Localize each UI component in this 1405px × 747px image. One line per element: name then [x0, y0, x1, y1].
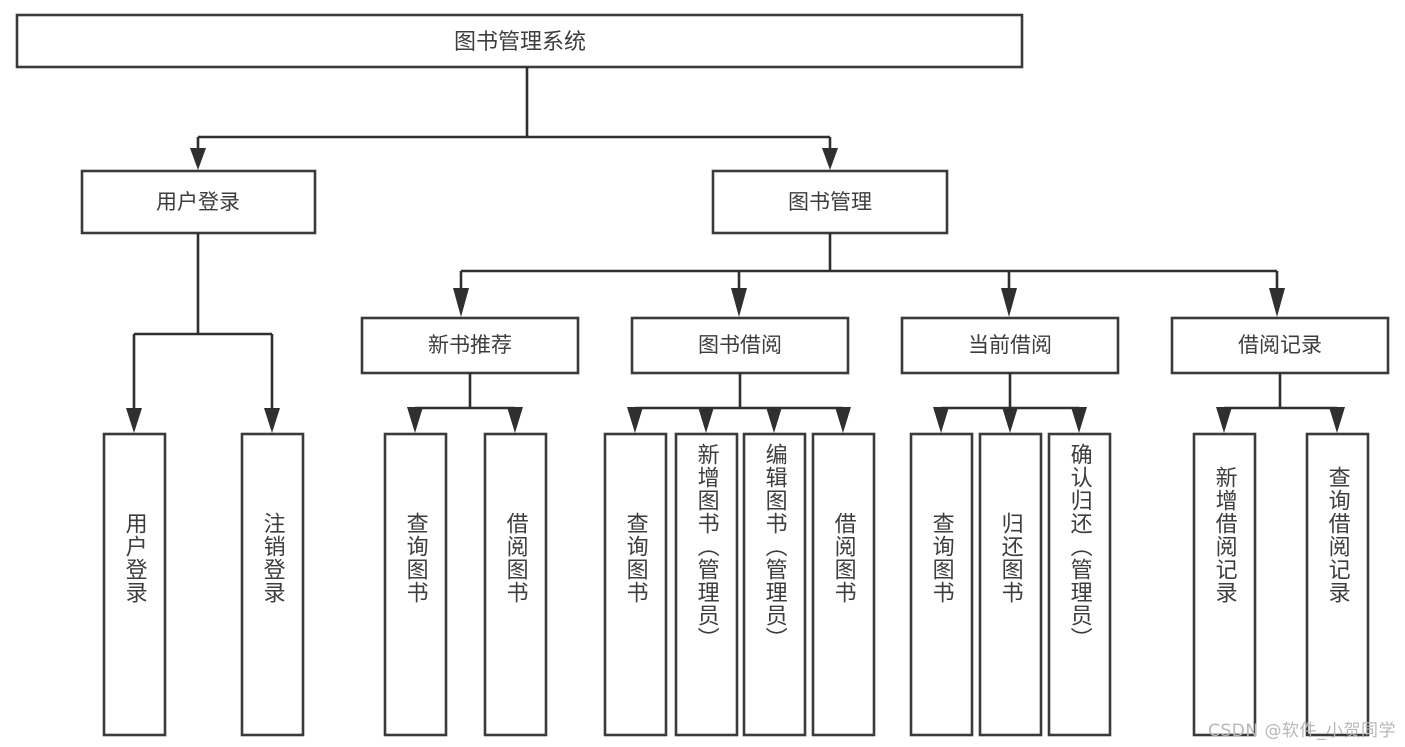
- leaf-label-br-query-record: 查询借阅记录: [1324, 466, 1350, 604]
- arrow-to-book-borrow: [731, 288, 747, 317]
- arrow-to-borrow-record: [1269, 288, 1285, 317]
- leaf-box-bb-borrow-book[interactable]: [811, 432, 876, 737]
- connector-user-login-to-leaves: [126, 233, 280, 433]
- leaf-box-bb-add-book[interactable]: [674, 432, 739, 737]
- leaf-box-br-query-record[interactable]: [1305, 432, 1370, 737]
- arrow-to-user-login: [190, 148, 206, 170]
- node-book-management[interactable]: 图书管理: [711, 169, 949, 235]
- leaf-box-cb-query-book[interactable]: [909, 432, 974, 737]
- root-box[interactable]: [15, 13, 1024, 69]
- leaf-label-cb-return-book: 归还图书: [997, 512, 1023, 604]
- leaf-box-nbr-borrow-book[interactable]: [483, 432, 548, 737]
- node-borrow-record[interactable]: 借阅记录: [1170, 316, 1390, 375]
- leaf-box-logout[interactable]: [240, 432, 305, 737]
- user-login-label: 用户登录: [156, 190, 240, 214]
- leaf-box-br-add-record[interactable]: [1192, 432, 1257, 737]
- node-root[interactable]: 图书管理系统: [15, 13, 1024, 69]
- new-book-recommend-box[interactable]: [360, 316, 580, 375]
- arrow-to-leaf-logout: [264, 408, 280, 433]
- arrow-to-bb-borrow-book: [835, 407, 851, 433]
- arrow-to-br-add-record: [1216, 407, 1232, 433]
- node-new-book-recommend[interactable]: 新书推荐: [360, 316, 580, 375]
- leaf-label-br-add-record: 新增借阅记录: [1211, 466, 1237, 604]
- csdn-watermark: CSDN @软件_小贺同学: [1208, 721, 1396, 741]
- leaf-box-cb-confirm-return[interactable]: [1047, 432, 1112, 737]
- leaf-label-bb-edit-book: 编辑图书（管理员）: [761, 443, 787, 650]
- leaf-label-bb-query-book: 查询图书: [622, 512, 648, 604]
- arrow-to-nbr-query-book: [407, 407, 423, 433]
- connector-book-borrow-to-leaves: [627, 373, 851, 433]
- connector-current-borrow-to-leaves: [933, 373, 1087, 433]
- leaf-label-nbr-query-book: 查询图书: [402, 512, 428, 604]
- book-borrow-label: 图书借阅: [698, 333, 782, 357]
- connector-root-to-level2: [190, 67, 838, 170]
- connector-new-book-recommend-to-leaves: [407, 373, 523, 433]
- leaf-label-user-login: 用户登录: [121, 512, 147, 604]
- arrow-to-bb-edit-book: [766, 407, 782, 433]
- node-current-borrow[interactable]: 当前借阅: [900, 316, 1120, 375]
- arrow-to-new-book-recommend: [453, 288, 469, 317]
- leaf-label-bb-borrow-book: 借阅图书: [830, 512, 856, 604]
- new-book-recommend-label: 新书推荐: [428, 333, 512, 357]
- leaf-box-nbr-query-book[interactable]: [383, 432, 448, 737]
- connector-book-management-to-level3: [453, 233, 1285, 317]
- borrow-record-label: 借阅记录: [1238, 333, 1322, 357]
- leaf-box-bb-query-book[interactable]: [603, 432, 668, 737]
- arrow-to-cb-return-book: [1002, 407, 1018, 433]
- leaf-label-logout: 注销登录: [259, 512, 285, 604]
- current-borrow-label: 当前借阅: [968, 333, 1052, 357]
- leaf-label-nbr-borrow-book: 借阅图书: [502, 512, 528, 604]
- root-label: 图书管理系统: [454, 30, 586, 55]
- arrow-to-current-borrow: [1001, 288, 1017, 317]
- leaf-box-cb-return-book[interactable]: [978, 432, 1043, 737]
- node-book-borrow[interactable]: 图书借阅: [630, 316, 850, 375]
- leaf-label-cb-confirm-return: 确认归还（管理员）: [1066, 443, 1092, 650]
- current-borrow-box[interactable]: [900, 316, 1120, 375]
- arrow-to-bb-add-book: [698, 407, 714, 433]
- arrow-to-leaf-user-login: [126, 408, 142, 433]
- arrow-to-book-management: [822, 148, 838, 170]
- arrow-to-bb-query-book: [627, 407, 643, 433]
- node-user-login[interactable]: 用户登录: [80, 169, 317, 235]
- leaf-box-bb-edit-book[interactable]: [742, 432, 807, 737]
- arrow-to-cb-query-book: [933, 407, 949, 433]
- leaf-label-cb-query-book: 查询图书: [928, 512, 954, 604]
- arrow-to-br-query-record: [1329, 407, 1345, 433]
- arrow-to-nbr-borrow-book: [507, 407, 523, 433]
- book-borrow-box[interactable]: [630, 316, 850, 375]
- leaf-label-bb-add-book: 新增图书（管理员）: [693, 443, 719, 650]
- arrow-to-cb-confirm-return: [1071, 407, 1087, 433]
- book-management-label: 图书管理: [788, 190, 872, 214]
- connector-borrow-record-to-leaves: [1216, 373, 1345, 433]
- leaf-box-user-login[interactable]: [102, 432, 167, 737]
